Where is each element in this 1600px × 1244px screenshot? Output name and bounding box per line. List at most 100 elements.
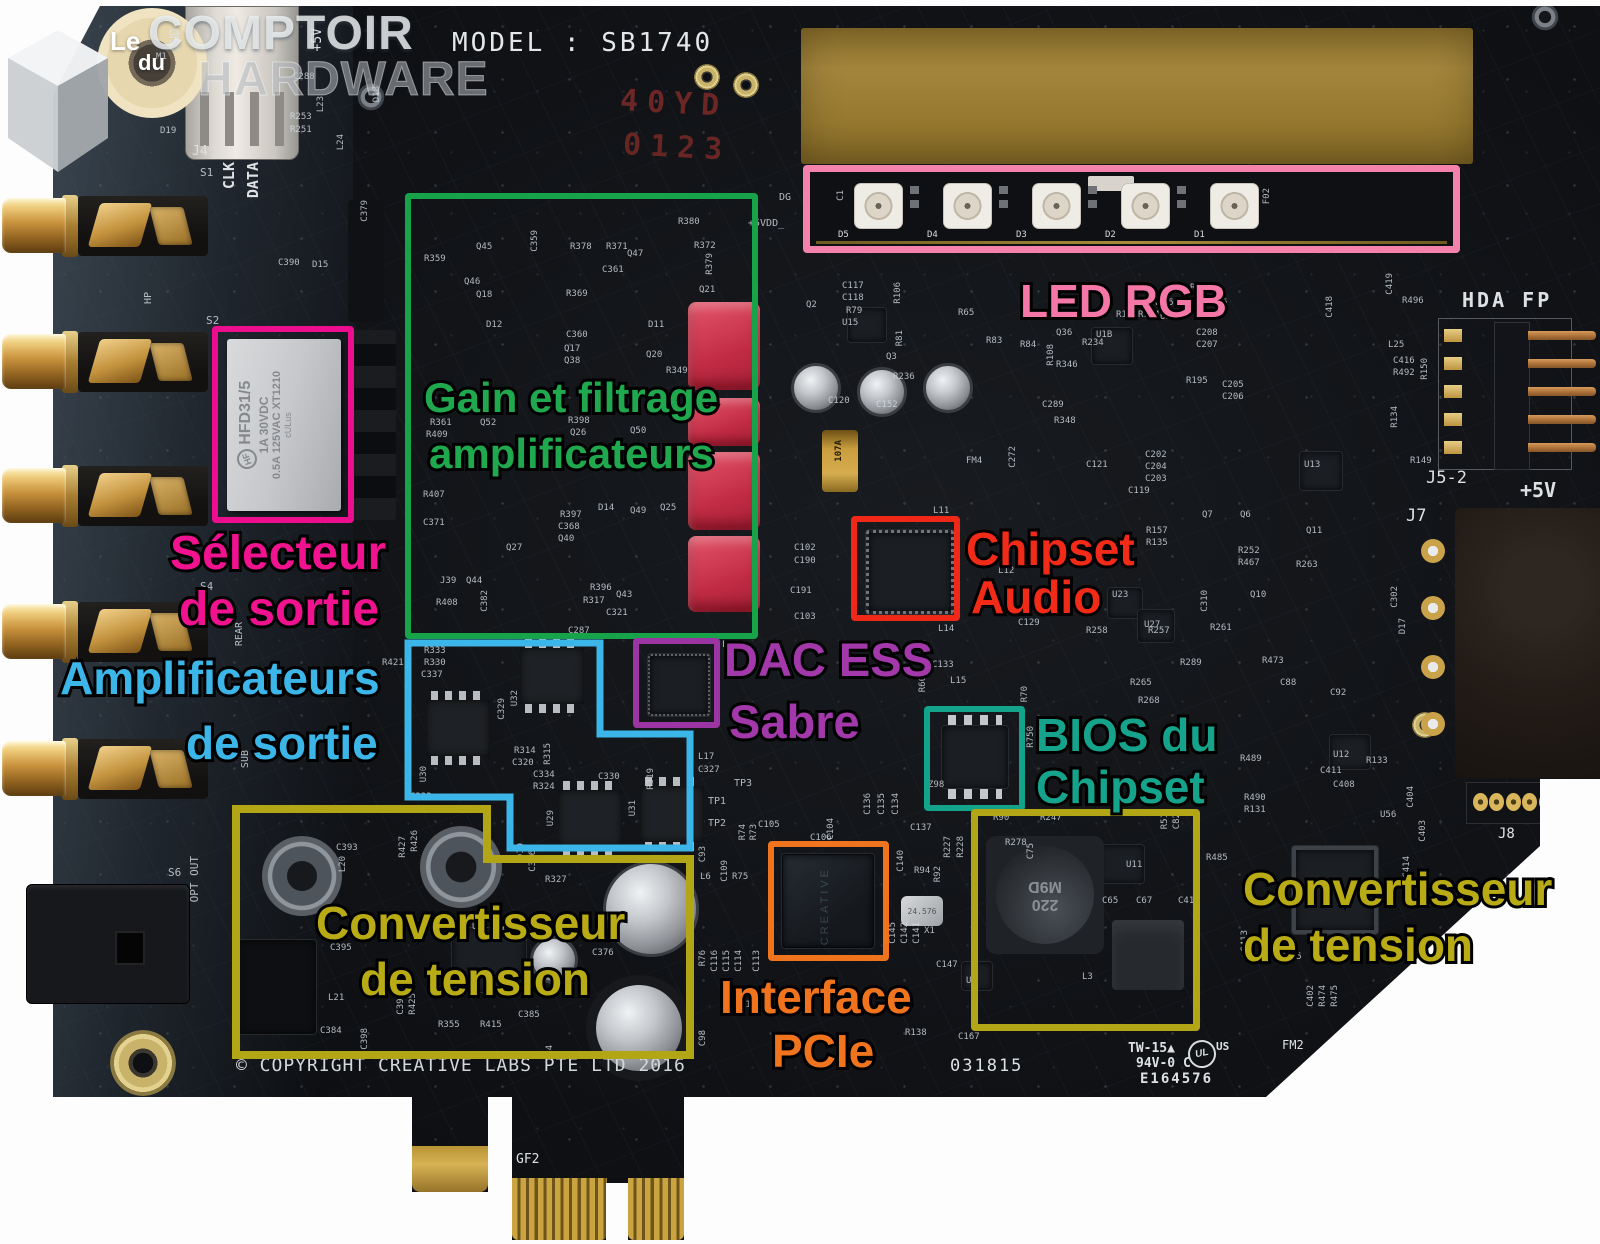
- jack-collar: [62, 465, 78, 527]
- silkscreen-ref-label: Q17: [564, 344, 581, 354]
- silkscreen-ref-label: R369: [566, 289, 588, 299]
- silkscreen-ref-label: C330: [598, 772, 620, 782]
- silkscreen-ref-label: C120: [828, 396, 850, 406]
- silkscreen-ref-label: S2: [206, 314, 220, 327]
- silkscreen-ref-label: C206: [1222, 392, 1244, 402]
- filter-cap-3: [923, 363, 973, 413]
- silkscreen-ref-label: R83: [986, 336, 1003, 346]
- j4-pins: [200, 92, 284, 146]
- jack-barrel: [2, 334, 66, 389]
- label-conv-left-line2: de tension: [360, 956, 590, 1002]
- silkscreen-ref-label: C137: [910, 823, 932, 833]
- silkscreen-ref-label: R324: [533, 782, 555, 792]
- silkscreen-ref-label: R378: [570, 242, 592, 252]
- silkscreen-ref-label: R421: [382, 658, 404, 668]
- via-gold-1: [694, 64, 720, 90]
- small-chip-u23: [1108, 588, 1142, 618]
- watermark-le: Le: [110, 26, 141, 56]
- dac-ess-sabre-chip: [648, 654, 710, 716]
- label-conv-right-line2: de tension: [1243, 922, 1473, 968]
- silkscreen-ref-label: U12: [1333, 750, 1350, 760]
- silkscreen-ref-label: C190: [794, 556, 816, 566]
- tantalum-cap: 107A: [822, 430, 858, 492]
- silkscreen-ref-label: R317: [583, 596, 605, 606]
- silkscreen-ref-label: R133: [1366, 756, 1388, 766]
- silkscreen-ref-label: Q49: [630, 506, 647, 516]
- jack-collar: [62, 601, 78, 663]
- silkscreen-ref-label: Q46: [464, 277, 481, 287]
- date-code: 031815: [950, 1056, 1024, 1076]
- annotation-box-chipset-audio: [851, 516, 960, 621]
- silkscreen-ref-label: R278: [1005, 838, 1027, 848]
- small-chip-u27: [1138, 610, 1174, 642]
- label-bios-line1: BIOS du: [1036, 712, 1218, 758]
- silkscreen-ref-label: C416: [1393, 356, 1415, 366]
- silkscreen-ref-label: M1: [156, 52, 167, 62]
- hda-fp-label: HDA FP: [1462, 288, 1553, 312]
- hda-header-pin: [1528, 331, 1596, 340]
- silkscreen-ref-label: R234: [1082, 338, 1104, 348]
- silkscreen-ref-label: R346: [1056, 360, 1078, 370]
- gf2-label: GF2: [516, 1152, 540, 1167]
- j7-solder-pad: [1421, 712, 1445, 736]
- silkscreen-ref-label: R149: [1410, 456, 1432, 466]
- label-chipset-line2: Audio: [971, 574, 1102, 620]
- silkscreen-ref-label: C205: [1222, 380, 1244, 390]
- silkscreen-ref-label: R79: [846, 306, 863, 316]
- silkscreen-ref-label: U13: [1304, 460, 1321, 470]
- jack-barrel: [2, 741, 66, 796]
- jack-barrel: [2, 604, 66, 659]
- silkscreen-ref-label: R247: [1040, 813, 1062, 823]
- j7-solder-pad: [1421, 596, 1445, 620]
- silkscreen-ref-label: C393: [336, 843, 358, 853]
- j4-ref-label: J4: [192, 144, 208, 159]
- silkscreen-ref-label: C167: [958, 1032, 980, 1042]
- silkscreen-ref-label: Q25: [660, 503, 677, 513]
- label-selecteur-line2: de sortie: [179, 586, 379, 635]
- silkscreen-ref-label: FM4: [966, 456, 983, 466]
- silkscreen-ref-label: C191: [790, 586, 812, 596]
- silkscreen-ref-label: R492: [1393, 368, 1415, 378]
- label-gain-line1: Gain et filtrage: [424, 377, 718, 420]
- silkscreen-ref-label: C129: [1018, 618, 1040, 628]
- silkscreen-ref-label: C360: [566, 330, 588, 340]
- silkscreen-ref-label: D11: [648, 320, 665, 330]
- silkscreen-ref-label: R157: [1146, 526, 1168, 536]
- silkscreen-ref-label: R289: [1180, 658, 1202, 668]
- hda-header-pad: [1444, 357, 1462, 370]
- silkscreen-ref-label: J39: [440, 576, 457, 586]
- silkscreen-ref-label: Q36: [1056, 328, 1073, 338]
- ul-us-mark: US: [1216, 1040, 1230, 1053]
- silkscreen-ref-label: R94: [914, 866, 931, 876]
- silkscreen-ref-label: R75: [732, 872, 749, 882]
- led-strip-resistor: [1177, 186, 1186, 194]
- silkscreen-ref-label: C119: [1128, 486, 1150, 496]
- gold-audio-jack: [2, 331, 208, 393]
- silkscreen-ref-label: R257: [1148, 626, 1170, 636]
- rgb-led-module: [944, 184, 991, 228]
- silkscreen-ref-label: C408: [1333, 780, 1355, 790]
- optical-out-connector: [26, 884, 190, 1004]
- silkscreen-ref-label: Q18: [476, 290, 493, 300]
- black-capacitor-column: [348, 200, 384, 322]
- silkscreen-ref-label: R236: [893, 372, 915, 382]
- silkscreen-ref-label: C102: [794, 543, 816, 553]
- silkscreen-ref-label: R415: [480, 1020, 502, 1030]
- silkscreen-ref-label: R380: [678, 217, 700, 227]
- annotation-box-amplificateurs-sortie: [404, 639, 694, 852]
- silkscreen-ref-label: R355: [438, 1020, 460, 1030]
- rgb-led-module: [1122, 184, 1169, 228]
- silkscreen-ref-label: U27: [1144, 620, 1161, 630]
- silkscreen-ref-label: C411: [1320, 766, 1342, 776]
- silkscreen-ref-label: C385: [518, 1010, 540, 1020]
- j8-gold-pad: [1522, 793, 1538, 811]
- cert-ul-file-number: E164576: [1140, 1071, 1214, 1087]
- label-conv-left-line1: Convertisseur: [316, 900, 626, 946]
- filter-cap-1: [791, 363, 841, 413]
- hda-header-pin: [1528, 359, 1596, 368]
- filter-cap-2: [857, 367, 907, 417]
- jack-collar: [62, 195, 78, 257]
- silkscreen-ref-label: C287: [568, 626, 590, 636]
- cert-tw-code: TW-15▲: [1128, 1041, 1175, 1056]
